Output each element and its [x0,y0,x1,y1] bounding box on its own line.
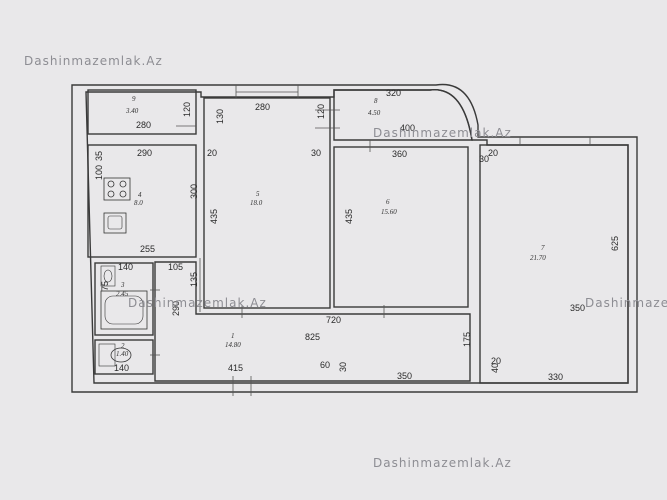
room-5-number: 5 [256,190,260,198]
room-9-number: 9 [132,95,136,103]
dim-label: 20 [207,148,217,158]
dim-label: 30 [311,148,321,158]
dim-label: 20 [491,356,501,366]
dim-label: 75 [100,281,110,291]
dim-label: 40 [490,363,500,373]
dim-label: 280 [136,120,151,130]
washbasin-icon [100,265,116,287]
room-8-number: 8 [374,97,378,105]
dim-label: 120 [316,104,326,119]
dim-label: 330 [548,372,563,382]
room-5-area: 18.0 [250,199,263,207]
room-7-outline [479,144,629,384]
toilet-icon [98,343,132,367]
dim-label: 175 [462,332,472,347]
dim-label: 360 [392,149,407,159]
bathtub-icon [100,290,148,330]
watermark-text: Dashinmazemlak.Az [373,456,512,470]
dim-label: 35 [94,151,104,161]
room-6-number: 6 [386,198,390,206]
room-9-area: 3.40 [125,107,139,115]
room-7-number: 7 [541,244,545,252]
dim-label: 720 [326,315,341,325]
watermark-text: Dashinmazemlak.Az [585,296,667,310]
watermark-text: Dashinmazemlak.Az [373,126,512,140]
dim-label: 825 [305,332,320,342]
room-2-outline [94,339,154,375]
room-1-outline [154,261,471,382]
dim-label: 130 [215,109,225,124]
dim-label: 255 [140,244,155,254]
room-9-outline [87,89,197,135]
outer-wall [71,83,638,393]
watermark-text: Dashinmazemlak.Az [128,296,267,310]
dim-label: 20 [488,148,498,158]
room-1-area: 14.80 [225,341,241,349]
dim-label: 415 [228,363,243,373]
room-4-outline [87,144,197,258]
dim-label: 625 [610,236,620,251]
dim-label: 140 [118,262,133,272]
dim-label: 435 [209,209,219,224]
dim-label: 135 [189,272,199,287]
dim-label: 435 [344,209,354,224]
dim-label: 30 [338,362,348,372]
dim-label: 350 [397,371,412,381]
room-2-number: 2 [121,342,125,350]
watermark-text: Dashinmazemlak.Az [24,54,163,68]
room-6-area: 15.60 [381,208,397,216]
dim-label: 120 [182,102,192,117]
dim-label: 140 [114,363,129,373]
stove-icon [103,177,131,201]
room-2-area: 1.40 [116,350,129,358]
dim-label: 290 [137,148,152,158]
room-8-area: 4.50 [368,109,381,117]
sink-icon [103,212,127,234]
room-4-number: 4 [138,191,142,199]
room-3-outline [94,262,154,336]
room-4-area: 8.0 [134,199,143,207]
dim-label: 320 [386,88,401,98]
room-5-outline [203,97,331,309]
door-marks [150,85,591,396]
room-8-outline [333,89,473,141]
dim-label: 400 [400,123,415,133]
dim-label: 350 [570,303,585,313]
room-7-area: 21.70 [530,254,546,262]
room-3-area: 2.45 [116,290,129,298]
dim-label: 105 [168,262,183,272]
dim-label: 30 [479,154,489,164]
dim-label: 280 [255,102,270,112]
room-1-number: 1 [231,332,235,340]
dim-label: 290 [171,301,181,316]
dim-label: 60 [320,360,330,370]
room-3-number: 3 [120,281,125,289]
dim-label: 300 [189,184,199,199]
dim-label: 100 [94,165,104,180]
room-6-outline [333,146,469,308]
